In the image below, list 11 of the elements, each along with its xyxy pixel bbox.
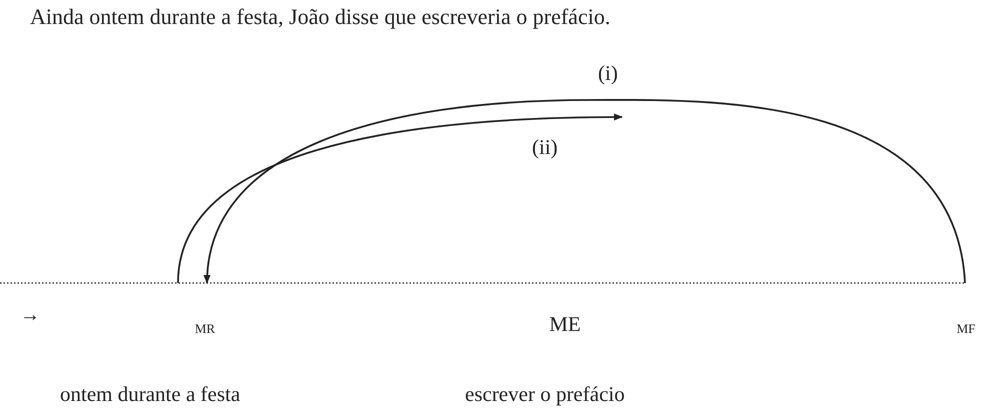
example-sentence: Ainda ontem durante a festa, João disse que escreveria o prefácio.: [30, 4, 610, 30]
edge-label: (i): [596, 62, 620, 86]
direction-arrow: →: [20, 304, 40, 327]
time-point-label: MR: [194, 322, 216, 335]
time-point-label: MF: [956, 322, 976, 335]
curved-arrow: [177, 114, 623, 284]
time-point-label: ME: [549, 314, 581, 335]
annotation-text: ontem durante a festa: [60, 382, 240, 407]
annotation-text: escrever o prefácio: [465, 382, 625, 407]
edge-label: (ii): [530, 136, 560, 160]
curved-arrow: [204, 99, 966, 284]
